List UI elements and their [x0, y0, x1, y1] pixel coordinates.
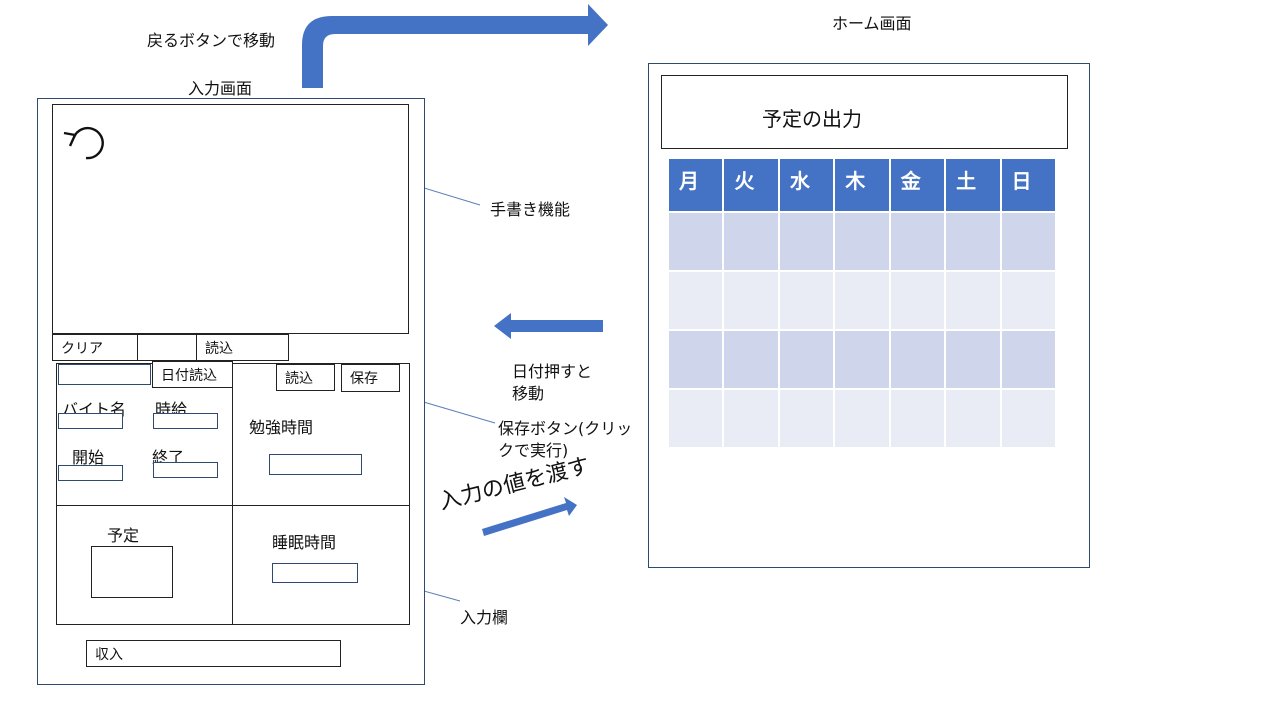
sleep-time-label: 睡眠時間: [272, 533, 337, 552]
calendar-cell[interactable]: [777, 211, 836, 272]
save-note-line2: クで実行): [498, 441, 569, 460]
date-navigation-label-line1: 日付押すと: [512, 362, 593, 381]
study-time-label: 勉強時間: [249, 418, 314, 437]
calendar-cell[interactable]: [666, 388, 725, 449]
weekday-header: 火: [722, 157, 780, 213]
handwriting-canvas[interactable]: [52, 104, 409, 334]
calendar-cell[interactable]: [722, 211, 780, 272]
date-navigation-label-line2: 移動: [512, 384, 545, 403]
start-time-label: 開始: [72, 448, 105, 467]
calendar-cell[interactable]: [888, 329, 947, 390]
calendar-cell[interactable]: [944, 270, 1002, 331]
schedule-field[interactable]: [91, 546, 173, 598]
read-button[interactable]: 読込: [276, 364, 335, 391]
start-time-field[interactable]: [58, 465, 123, 481]
calendar-cell[interactable]: [777, 388, 836, 449]
form-grid-vertical-divider: [232, 363, 233, 625]
schedule-label: 予定: [107, 526, 140, 545]
canvas-read-button[interactable]: 読込: [196, 334, 289, 361]
calendar-cell[interactable]: [722, 329, 780, 390]
form-grid-horizontal-divider: [56, 505, 410, 506]
calendar-header-row: 月 火 水 木 金 土 日: [666, 157, 1058, 213]
date-field[interactable]: [58, 364, 151, 385]
calendar-cell[interactable]: [833, 270, 891, 331]
calendar-cell[interactable]: [944, 211, 1002, 272]
calendar-cell[interactable]: [944, 388, 1002, 449]
canvas-button-spacer: [137, 334, 197, 361]
date-navigation-arrow: [494, 313, 603, 339]
income-field[interactable]: 収入: [86, 640, 341, 667]
back-navigation-arrow: [302, 4, 608, 88]
input-field-label: 入力欄: [460, 608, 509, 627]
weekday-header: 水: [777, 157, 836, 213]
sleep-time-field[interactable]: [272, 563, 358, 583]
calendar-cell[interactable]: [888, 270, 947, 331]
calendar-cell[interactable]: [888, 388, 947, 449]
weekday-header: 金: [888, 157, 947, 213]
end-time-field[interactable]: [153, 462, 218, 478]
input-screen-title: 入力画面: [188, 79, 253, 98]
calendar-cell[interactable]: [666, 211, 725, 272]
calendar-cell[interactable]: [722, 388, 780, 449]
calendar-row: [666, 329, 1058, 390]
calendar-cell[interactable]: [833, 211, 891, 272]
home-screen-title: ホーム画面: [832, 14, 912, 33]
calendar-cell[interactable]: [999, 270, 1058, 331]
undo-icon[interactable]: [58, 120, 118, 170]
calendar-row: [666, 388, 1058, 449]
calendar-cell[interactable]: [722, 270, 780, 331]
weekly-calendar: 月 火 水 木 金 土 日: [666, 157, 1058, 449]
pass-values-arrow: [482, 497, 577, 536]
calendar-cell[interactable]: [833, 329, 891, 390]
calendar-cell[interactable]: [999, 329, 1058, 390]
save-note-line1: 保存ボタン(クリッ: [498, 419, 633, 438]
calendar-cell[interactable]: [777, 270, 836, 331]
calendar-cell[interactable]: [999, 388, 1058, 449]
calendar-cell[interactable]: [666, 329, 725, 390]
calendar-cell[interactable]: [833, 388, 891, 449]
calendar-cell[interactable]: [666, 270, 725, 331]
hourly-wage-field[interactable]: [153, 413, 218, 429]
calendar-row: [666, 270, 1058, 331]
handwriting-label: 手書き機能: [490, 200, 571, 219]
clear-button[interactable]: クリア: [52, 334, 138, 361]
calendar-cell[interactable]: [999, 211, 1058, 272]
weekday-header: 土: [944, 157, 1002, 213]
schedule-output-title: 予定の出力: [762, 107, 862, 131]
weekday-header: 日: [999, 157, 1058, 213]
save-button[interactable]: 保存: [341, 364, 400, 392]
calendar-cell[interactable]: [888, 211, 947, 272]
calendar-row: [666, 211, 1058, 272]
study-time-field[interactable]: [269, 454, 362, 475]
back-navigation-label: 戻るボタンで移動: [147, 31, 276, 50]
weekday-header: 木: [833, 157, 891, 213]
weekday-header: 月: [666, 157, 725, 213]
schedule-output-box: 予定の出力: [661, 75, 1068, 149]
date-read-button[interactable]: 日付読込: [152, 361, 233, 388]
calendar-cell[interactable]: [944, 329, 1002, 390]
job-name-field[interactable]: [58, 413, 123, 429]
calendar-cell[interactable]: [777, 329, 836, 390]
